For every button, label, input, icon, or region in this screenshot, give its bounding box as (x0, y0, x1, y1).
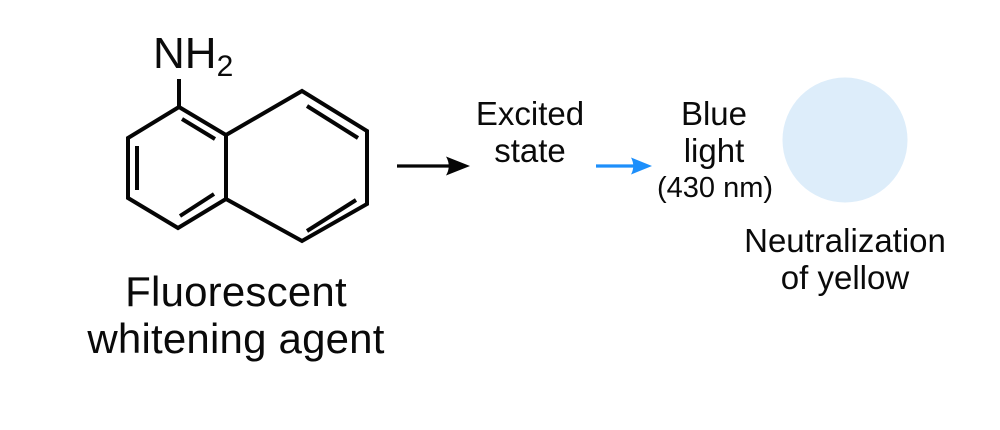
reaction-arrow-icon (397, 156, 470, 176)
blue-light-circle (782, 77, 908, 203)
blue-light-label: Blue light (680, 95, 748, 169)
naphthalene-structure (126, 79, 369, 244)
reaction-arrow-head (446, 156, 470, 176)
amine-group-label: NH2 (153, 32, 233, 89)
emission-arrow-head (631, 157, 652, 175)
result-label: Neutralization of yellow (744, 222, 946, 296)
right-ring (224, 88, 369, 244)
double-bond-5 (305, 198, 358, 233)
emission-arrow-icon (596, 157, 652, 175)
wavelength-label: (430 nm) (656, 172, 774, 204)
double-bond-4 (305, 104, 360, 140)
molecule-caption: Fluorescent whitening agent (87, 268, 385, 362)
double-bond-3 (178, 192, 216, 218)
left-ring (126, 104, 228, 231)
excited-state-label: Excited state (475, 95, 585, 169)
amine-group-subscript: 2 (216, 50, 234, 83)
amine-group-main: NH (153, 29, 217, 78)
double-bond-1 (180, 117, 217, 141)
